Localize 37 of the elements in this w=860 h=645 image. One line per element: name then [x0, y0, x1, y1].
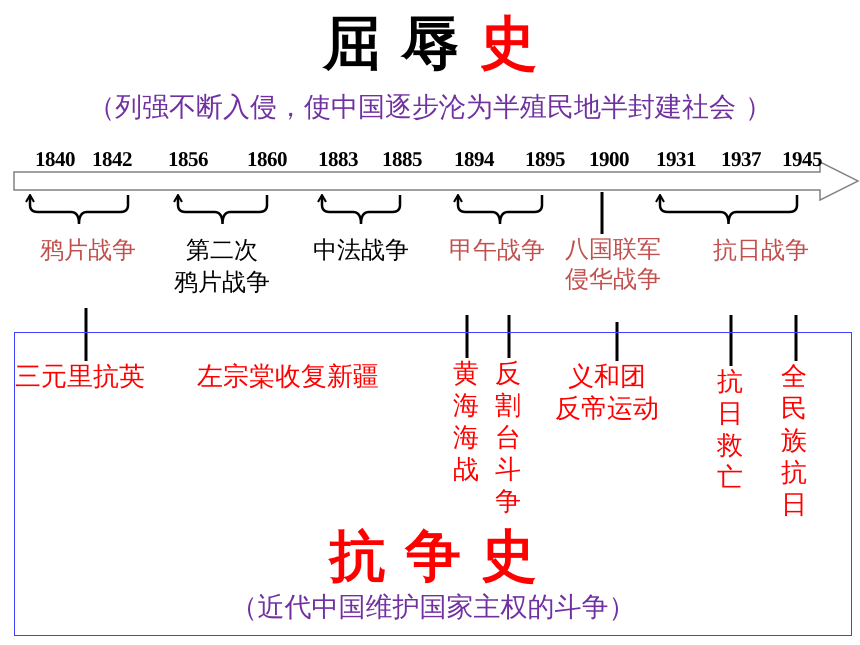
leader-line: [84, 308, 88, 361]
leader-line: [616, 322, 618, 361]
year-label: 1883: [318, 146, 358, 173]
war-label: 八国联军侵华战争: [565, 234, 661, 294]
leader-line: [794, 315, 798, 361]
leader-line: [466, 315, 468, 358]
year-label: 1860: [247, 146, 287, 173]
year-label: 1885: [382, 146, 422, 173]
leader-line: [730, 315, 732, 366]
year-label: 1900: [589, 146, 629, 173]
war-label: 甲午战争: [449, 235, 545, 266]
event-label: 抗日救亡: [717, 366, 743, 494]
war-label: 抗日战争: [713, 235, 809, 266]
panel-frame: [14, 332, 852, 636]
year-label: 1856: [168, 146, 208, 173]
event-label: 全民族抗日: [781, 361, 807, 521]
war-label: 第二次鸦片战争: [174, 235, 270, 298]
year-label: 1894: [454, 146, 494, 173]
event-label: 反割台斗争: [495, 358, 521, 518]
leader-line: [508, 315, 510, 358]
war-label: 中法战争: [313, 235, 409, 266]
event-label: 义和团反帝运动: [555, 361, 659, 425]
title: 屈 辱 史: [321, 8, 538, 78]
subtitle: （近代中国维护国家主权的斗争）: [230, 591, 636, 625]
subtitle: （列强不断入侵，使中国逐步沦为半殖民地半封建社会 ）: [87, 91, 773, 125]
heading: 抗 争 史: [327, 525, 538, 589]
year-label: 1945: [782, 146, 822, 173]
event-label: 三元里抗英: [15, 361, 145, 393]
leader-line: [600, 192, 604, 234]
year-label: 1931: [656, 146, 696, 173]
event-label: 黄海海战: [453, 358, 479, 486]
event-label: 左宗棠收复新疆: [197, 361, 379, 393]
year-label: 1840: [35, 146, 75, 173]
year-label: 1842: [92, 146, 132, 173]
year-label: 1895: [525, 146, 565, 173]
war-label: 鸦片战争: [40, 235, 136, 266]
year-label: 1937: [721, 146, 761, 173]
